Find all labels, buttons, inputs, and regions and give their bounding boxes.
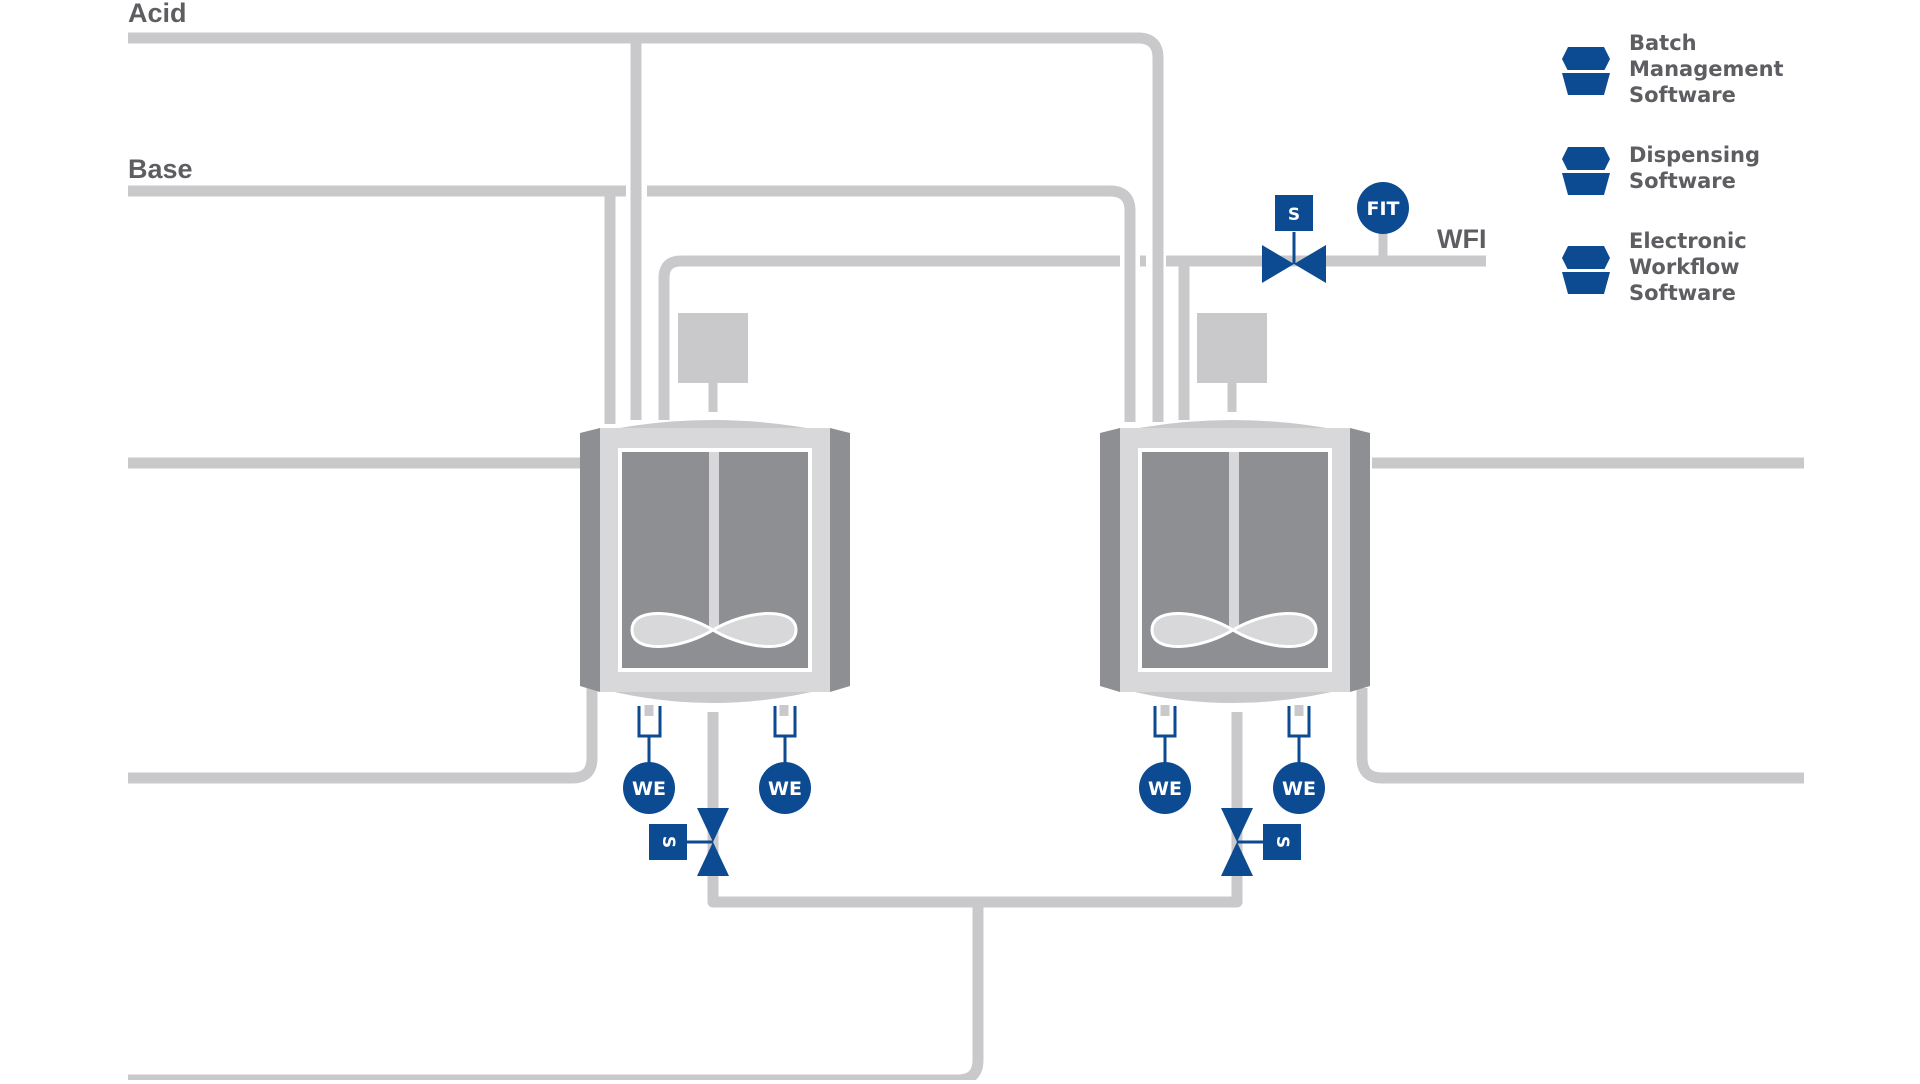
legend: Batch Management Software Dispensing Sof… xyxy=(1562,31,1784,305)
wfi-header-pipe xyxy=(658,255,1120,420)
base-label: Base xyxy=(128,154,193,184)
solenoid-actuator-1 xyxy=(649,824,687,860)
we-label: WE xyxy=(1148,778,1182,800)
jacket-return-vessel-1 xyxy=(128,688,598,784)
outlet-header-pipe xyxy=(128,902,984,1084)
legend-line: Software xyxy=(1629,169,1736,193)
we-label: WE xyxy=(1282,778,1316,800)
jacket-return-vessel-2 xyxy=(1356,688,1804,784)
weighing-element-2a: WE xyxy=(1139,736,1191,814)
legend-line: Batch xyxy=(1629,31,1697,55)
weighing-element-1b: WE xyxy=(759,736,811,814)
software-module-icon xyxy=(1562,47,1610,95)
legend-line: Management xyxy=(1629,57,1784,81)
agitator-motor-1 xyxy=(678,313,748,383)
legend-item-dispensing: Dispensing Software xyxy=(1562,143,1760,195)
legend-item-electronic-workflow: Electronic Workflow Software xyxy=(1562,229,1747,305)
solenoid-actuator-wfi xyxy=(1275,195,1313,231)
valve-icon xyxy=(697,808,729,842)
software-module-icon xyxy=(1562,246,1610,294)
base-header-pipe-right xyxy=(647,185,1136,422)
solenoid-label: S xyxy=(1288,205,1300,225)
reactor-vessel-1 xyxy=(580,420,850,738)
solenoid-actuator-2 xyxy=(1263,824,1301,860)
agitator-motor-2 xyxy=(1197,313,1267,383)
outlet-valve-1: S xyxy=(649,808,729,876)
legend-item-batch-management: Batch Management Software xyxy=(1562,31,1784,107)
we-label: WE xyxy=(632,778,666,800)
we-label: WE xyxy=(768,778,802,800)
wfi-valve: S xyxy=(1262,195,1326,283)
solenoid-label: S xyxy=(1272,836,1292,848)
valve-icon xyxy=(1221,808,1253,842)
legend-line: Software xyxy=(1629,281,1736,305)
software-module-icon xyxy=(1562,147,1610,195)
wfi-label: WFI xyxy=(1437,224,1486,254)
weighing-element-2b: WE xyxy=(1273,736,1325,814)
fit-label: FIT xyxy=(1366,198,1399,220)
legend-line: Software xyxy=(1629,83,1736,107)
pipe-network xyxy=(128,32,1804,1084)
legend-line: Dispensing xyxy=(1629,143,1760,167)
legend-line: Workflow xyxy=(1629,255,1740,279)
flow-indicator-transmitter: FIT xyxy=(1357,182,1409,234)
reactor-vessel-2 xyxy=(1100,420,1370,738)
valve-icon xyxy=(1262,245,1294,283)
acid-header-pipe xyxy=(128,32,1164,422)
outlet-valve-2: S xyxy=(1221,808,1301,876)
acid-label: Acid xyxy=(128,0,187,28)
weighing-element-1a: WE xyxy=(623,736,675,814)
solenoid-label: S xyxy=(658,836,678,848)
legend-line: Electronic xyxy=(1629,229,1747,253)
